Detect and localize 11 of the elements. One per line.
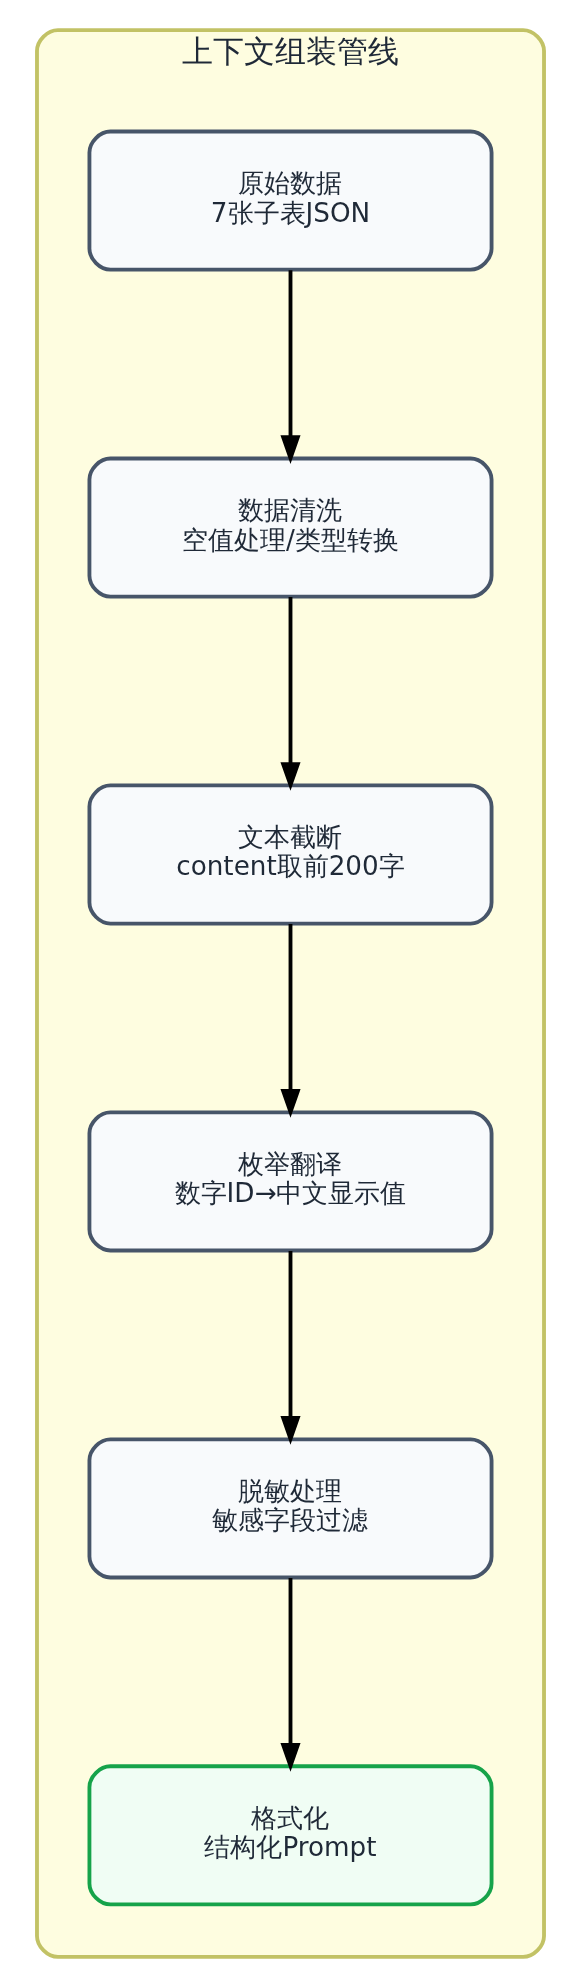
- node-box: 原始数据 7张子表JSON: [87, 129, 494, 272]
- arrow: [280, 1250, 301, 1445]
- arrow: [280, 923, 301, 1118]
- arrow: [280, 1577, 301, 1772]
- node-box: 文本截断 content取前200字: [87, 783, 494, 925]
- node-box: 格式化 结构化Prompt: [87, 1763, 494, 1906]
- arrow: [280, 269, 301, 464]
- arrow: [280, 596, 301, 791]
- node-box: 脱敏处理 敏感字段过滤: [87, 1436, 494, 1579]
- node-box: 枚举翻译 数字ID→中文显示值: [87, 1109, 494, 1252]
- node-box: 数据清洗 空值处理/类型转换: [87, 456, 494, 599]
